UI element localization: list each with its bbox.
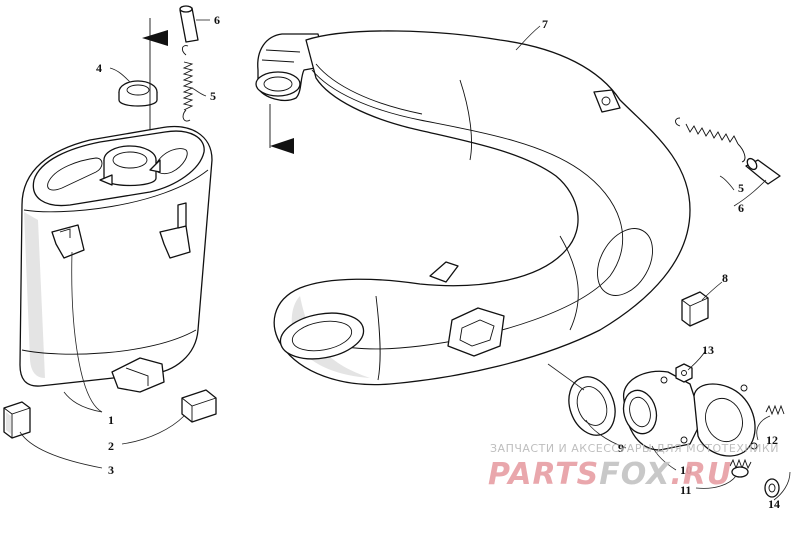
muffler-bracket-right — [159, 202, 191, 259]
muffler-bracket-left — [51, 224, 85, 259]
sleeve-right — [745, 157, 781, 185]
callout-8: 8 — [722, 271, 728, 285]
pipe-mount-rubber — [681, 291, 709, 327]
direction-arrow-top — [142, 18, 168, 130]
leader-lines — [19, 19, 791, 501]
watermark-logo-fox: FOX — [599, 457, 671, 492]
stud-bolt — [729, 458, 752, 478]
manifold-flange — [622, 370, 703, 451]
callout-5-left: 5 — [210, 89, 216, 103]
callout-7: 7 — [542, 17, 548, 31]
callout-12: 12 — [766, 433, 778, 447]
rubber-mount — [181, 389, 217, 423]
gasket — [693, 383, 758, 457]
watermark-logo-ru: .RU — [670, 457, 732, 492]
callout-3: 3 — [108, 463, 114, 477]
muffler-bottom-bracket — [111, 357, 165, 393]
muffler-outlet — [99, 145, 161, 187]
callout-14: 14 — [768, 497, 780, 511]
callout-1: 1 — [108, 413, 114, 427]
expansion-pipe — [255, 30, 691, 386]
direction-arrow-bottom — [269, 104, 294, 154]
callout-labels: 1 2 3 4 5 5 6 6 7 8 9 10 11 12 13 14 — [96, 13, 780, 511]
callout-4: 4 — [96, 61, 102, 75]
callout-11: 11 — [680, 483, 691, 497]
watermark: ЗАПЧАСТИ И АКСЕССУАРЫ ДЛЯ МОТОТЕХНИКИ PA… — [488, 442, 779, 492]
spring-left — [181, 45, 194, 122]
watermark-logo: PARTSFOX.RU — [488, 457, 732, 492]
watermark-caption: ЗАПЧАСТИ И АКСЕССУАРЫ ДЛЯ МОТОТЕХНИКИ — [490, 442, 779, 455]
cap-nut — [764, 478, 780, 498]
callout-10: 10 — [680, 463, 692, 477]
callout-6-right: 6 — [738, 201, 744, 215]
watermark-logo-parts: PARTS — [488, 457, 599, 492]
sleeve-top — [179, 5, 199, 43]
callout-5-right: 5 — [738, 181, 744, 195]
seal-ring — [568, 376, 616, 436]
callout-9: 9 — [618, 441, 624, 455]
spring-right — [675, 117, 746, 163]
damper-block — [3, 401, 31, 439]
small-bolt — [765, 404, 785, 416]
callout-13: 13 — [702, 343, 714, 357]
nut-top — [675, 363, 693, 383]
grommet — [118, 80, 158, 107]
callout-6-left: 6 — [214, 13, 220, 27]
callout-2: 2 — [108, 439, 114, 453]
